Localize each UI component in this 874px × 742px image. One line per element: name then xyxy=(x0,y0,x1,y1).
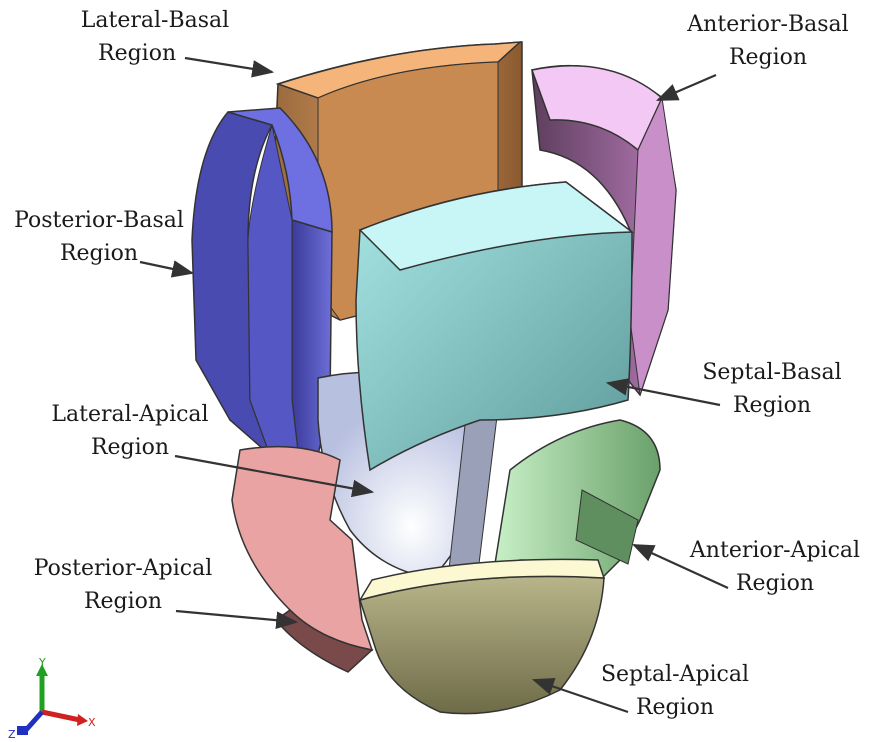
label-septal-basal: Septal-Basal Region xyxy=(692,356,852,422)
axis-z-letter: Z xyxy=(8,728,16,741)
label-lateral-basal-name: Lateral-Basal xyxy=(60,4,250,37)
label-anterior-apical: Anterior-Apical Region xyxy=(680,534,870,600)
label-posterior-basal-region: Region xyxy=(4,237,194,270)
label-anterior-basal-name: Anterior-Basal xyxy=(678,8,858,41)
label-septal-apical: Septal-Apical Region xyxy=(588,658,762,724)
label-posterior-basal: Posterior-Basal Region xyxy=(4,204,194,270)
label-lateral-apical: Lateral-Apical Region xyxy=(30,398,230,464)
label-lateral-apical-name: Lateral-Apical xyxy=(30,398,230,431)
label-lateral-basal-region: Region xyxy=(60,37,250,70)
label-posterior-basal-name: Posterior-Basal xyxy=(4,204,194,237)
label-anterior-basal-region: Region xyxy=(678,41,858,74)
axis-triad: Y X Z xyxy=(8,656,96,741)
anterior-apical-segment xyxy=(494,420,660,580)
label-septal-basal-name: Septal-Basal xyxy=(692,356,852,389)
label-septal-basal-region: Region xyxy=(692,389,852,422)
axis-y-letter: Y xyxy=(38,656,46,669)
label-posterior-apical: Posterior-Apical Region xyxy=(18,552,228,618)
label-lateral-apical-region: Region xyxy=(30,431,230,464)
label-anterior-basal: Anterior-Basal Region xyxy=(678,8,858,74)
label-septal-apical-region: Region xyxy=(588,691,762,724)
label-anterior-apical-name: Anterior-Apical xyxy=(680,534,870,567)
label-anterior-apical-region: Region xyxy=(680,567,870,600)
label-posterior-apical-region: Region xyxy=(18,585,228,618)
arrow-anterior-basal xyxy=(658,75,716,100)
axis-x-letter: X xyxy=(88,716,96,729)
label-posterior-apical-name: Posterior-Apical xyxy=(18,552,228,585)
label-lateral-basal: Lateral-Basal Region xyxy=(60,4,250,70)
label-septal-apical-name: Septal-Apical xyxy=(588,658,762,691)
